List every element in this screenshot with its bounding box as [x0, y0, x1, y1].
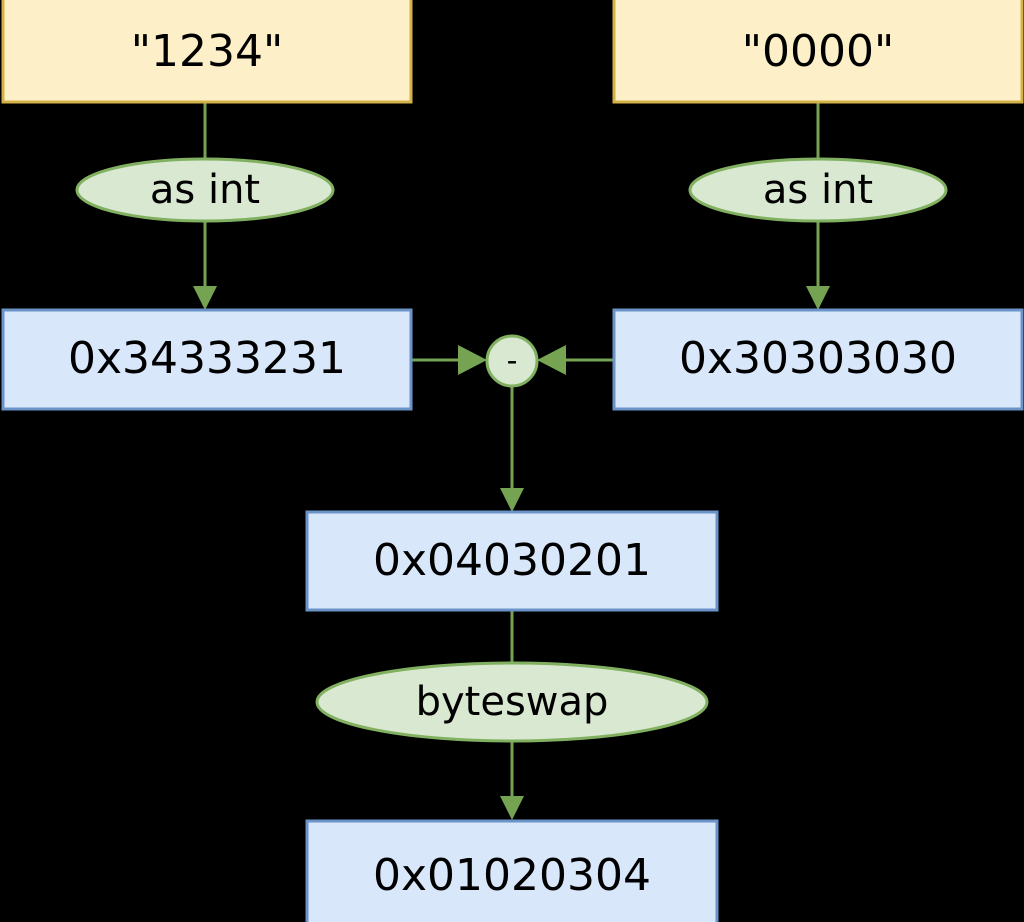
node-op-subtract-shape: [485, 334, 539, 388]
node-value-difference-label: 0x04030201: [373, 535, 651, 586]
node-op-as-int-right-label: as int: [763, 167, 873, 213]
node-value-right[interactable]: 0x30303030: [612, 308, 1024, 411]
node-string-left-shape: [1, 0, 413, 104]
node-op-as-int-left-label: as int: [150, 167, 260, 213]
edge-as-int-to-val-right: [806, 219, 830, 310]
node-value-swapped-shape: [305, 819, 719, 922]
node-value-left-shape: [1, 308, 413, 411]
node-value-left[interactable]: 0x34333231: [1, 308, 413, 411]
node-value-right-shape: [612, 308, 1024, 411]
node-value-swapped-label: 0x01020304: [373, 850, 651, 901]
edge-subtract-to-val-diff: [500, 386, 524, 512]
node-op-byteswap[interactable]: byteswap: [315, 661, 709, 743]
node-value-difference[interactable]: 0x04030201: [305, 510, 719, 612]
node-string-right[interactable]: "0000": [612, 0, 1024, 104]
node-string-right-shape: [612, 0, 1024, 104]
node-op-byteswap-label: byteswap: [416, 679, 609, 725]
node-value-left-label: 0x34333231: [68, 333, 346, 384]
node-string-right-label: "0000": [742, 26, 894, 77]
edge-byteswap-to-val-swapped: [500, 741, 524, 820]
node-value-right-label: 0x30303030: [679, 333, 957, 384]
edge-val-right-to-subtract: [537, 345, 613, 375]
edge-val-left-to-subtract: [411, 345, 487, 375]
node-value-difference-shape: [305, 510, 719, 612]
node-op-as-int-left[interactable]: as int: [75, 157, 335, 223]
node-string-left-label: "1234": [131, 26, 283, 77]
node-op-as-int-right-shape: [688, 157, 948, 223]
node-op-subtract[interactable]: -: [485, 334, 539, 388]
node-value-swapped[interactable]: 0x01020304: [305, 819, 719, 922]
node-op-byteswap-shape: [315, 661, 709, 743]
node-op-as-int-left-shape: [75, 157, 335, 223]
node-string-left[interactable]: "1234": [1, 0, 413, 104]
node-op-as-int-right[interactable]: as int: [688, 157, 948, 223]
edge-as-int-to-val-left: [193, 219, 217, 310]
node-op-subtract-label: -: [507, 344, 518, 379]
